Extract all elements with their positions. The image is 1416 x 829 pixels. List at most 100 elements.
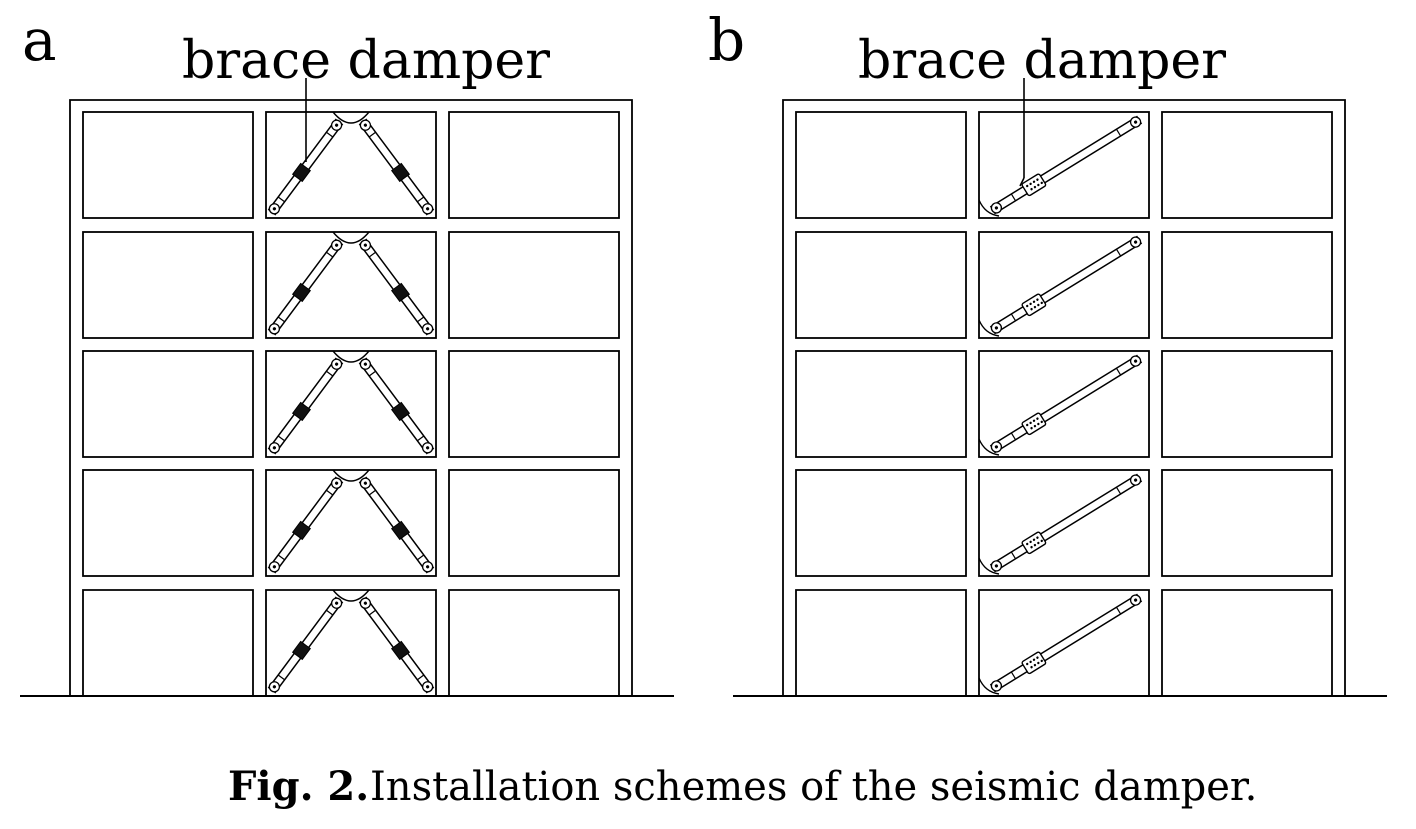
bottom-gusset xyxy=(978,438,1000,456)
bay-panel xyxy=(978,469,1150,577)
damper-coil xyxy=(1037,183,1040,187)
damper-body xyxy=(390,640,411,661)
brace-collar xyxy=(1115,248,1122,257)
damper-coil xyxy=(1040,181,1043,185)
pin-core xyxy=(994,564,999,568)
brace xyxy=(267,357,344,455)
bottom-gusset xyxy=(978,319,1000,337)
damper-coil xyxy=(1029,660,1032,664)
damper-coil xyxy=(1033,185,1037,189)
top-gusset xyxy=(332,589,370,602)
damper-coil xyxy=(1033,663,1037,667)
brace-collar xyxy=(1010,432,1017,441)
brace xyxy=(267,118,344,216)
brace-collar xyxy=(1115,128,1122,137)
damper-coil xyxy=(1036,536,1039,539)
damper-coil xyxy=(1029,540,1032,544)
brace-bar xyxy=(989,235,1143,335)
pin-core xyxy=(1133,478,1138,482)
damper-coil xyxy=(1029,302,1032,306)
brace-collar xyxy=(368,489,376,496)
damper-coil xyxy=(1036,178,1039,181)
pin-core xyxy=(1133,120,1138,124)
damper-body xyxy=(1021,293,1047,317)
pin-core xyxy=(994,445,999,449)
top-gusset xyxy=(332,350,370,363)
brace-collar xyxy=(277,435,285,442)
brace xyxy=(267,476,344,574)
damper-body xyxy=(291,162,312,183)
damper-body xyxy=(1021,531,1047,555)
damper-coil xyxy=(1037,303,1040,307)
damper-coil xyxy=(1033,305,1037,309)
brace-bar xyxy=(989,593,1143,693)
brace xyxy=(989,354,1143,454)
bay-panel xyxy=(795,469,967,577)
bay-panel xyxy=(795,589,967,696)
bay-panel xyxy=(978,350,1150,458)
pin-core xyxy=(426,327,430,331)
brace-collar xyxy=(417,554,425,561)
damper-coil xyxy=(1026,304,1029,308)
pin-core xyxy=(335,362,339,366)
brace xyxy=(358,596,435,694)
pin-core xyxy=(363,243,367,247)
damper-body xyxy=(291,640,312,661)
pin-core xyxy=(426,565,430,569)
damper-coil xyxy=(1036,656,1039,659)
brace xyxy=(358,238,435,336)
brace-collar xyxy=(326,370,334,377)
bottom-gusset xyxy=(978,677,1000,695)
callout-leader-tip xyxy=(1019,177,1025,187)
damper-coil xyxy=(1029,421,1032,425)
bay-panel xyxy=(265,111,437,219)
pin-core xyxy=(1133,240,1138,244)
brace-collar xyxy=(326,251,334,258)
caption-label: Fig. 2. xyxy=(228,763,369,810)
brace-collar xyxy=(277,554,285,561)
damper-coil xyxy=(1037,661,1040,665)
pin-core xyxy=(335,601,339,605)
brace-collar xyxy=(417,674,425,681)
brace-bar xyxy=(989,473,1143,573)
pin-core xyxy=(272,565,276,569)
bottom-gusset xyxy=(978,557,1000,575)
damper-coil xyxy=(1030,545,1033,549)
panel-b-diagonal-braces xyxy=(733,78,1387,697)
bay-panel xyxy=(1161,111,1333,219)
brace-collar xyxy=(1010,671,1017,680)
damper-coil xyxy=(1030,307,1033,311)
damper-coil xyxy=(1040,539,1043,543)
damper-coil xyxy=(1026,423,1029,427)
bay-panel xyxy=(265,469,437,577)
bay-panel xyxy=(82,350,254,458)
bay-panel xyxy=(448,469,620,577)
brace xyxy=(358,357,435,455)
bay-panel xyxy=(978,231,1150,339)
brace xyxy=(989,593,1143,693)
damper-body xyxy=(1021,173,1047,197)
damper-coil xyxy=(1036,298,1039,301)
brace xyxy=(267,238,344,336)
brace-collar xyxy=(368,251,376,258)
pin-core xyxy=(272,327,276,331)
pin-core xyxy=(335,243,339,247)
damper-body xyxy=(291,520,312,541)
brace-collar xyxy=(368,131,376,138)
bay-panel xyxy=(1161,589,1333,696)
damper-coil xyxy=(1033,543,1037,547)
panel-a-label: a xyxy=(22,6,57,74)
brace-collar xyxy=(277,316,285,323)
bay-panel xyxy=(978,589,1150,696)
bay-panel xyxy=(448,111,620,219)
bottom-gusset xyxy=(978,199,1000,217)
damper-coil xyxy=(1040,420,1043,424)
bay-panel xyxy=(82,589,254,696)
bay-panel xyxy=(795,350,967,458)
damper-coil xyxy=(1037,541,1040,545)
bay-panel xyxy=(795,231,967,339)
pin-core xyxy=(363,601,367,605)
bay-panel xyxy=(1161,469,1333,577)
bay-panel xyxy=(265,231,437,339)
brace-collar xyxy=(277,674,285,681)
